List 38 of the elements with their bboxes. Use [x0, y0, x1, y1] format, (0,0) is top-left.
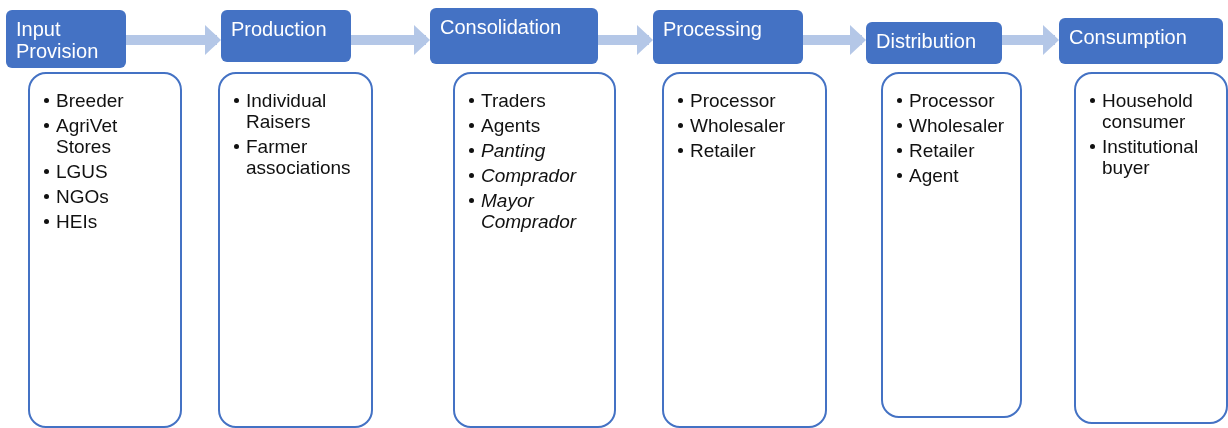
stage-header: Distribution: [866, 22, 1002, 64]
stakeholder-card: [28, 72, 182, 428]
list-item: NGOs: [56, 186, 109, 207]
list-item: Processor: [690, 90, 776, 111]
list-item: Traders: [481, 90, 546, 111]
list-item: Agent: [909, 165, 959, 186]
stage-header: Processing: [653, 10, 803, 64]
list-item: Comprador: [481, 165, 577, 186]
list-item: LGUS: [56, 161, 108, 182]
stage-header: Production: [221, 10, 351, 62]
list-item: Farmer associations: [246, 136, 351, 178]
list-item: Wholesaler: [690, 115, 786, 136]
stakeholder-card: [881, 72, 1022, 418]
stage-header: Input Provision: [6, 10, 126, 68]
stakeholder-card: [453, 72, 616, 428]
list-item: Institutional buyer: [1102, 136, 1199, 178]
stakeholder-card: [218, 72, 373, 428]
list-item: Breeder: [56, 90, 124, 111]
list-item: Individual Raisers: [246, 90, 327, 132]
arrow: [1002, 25, 1059, 55]
list-item: Agents: [481, 115, 541, 136]
list-item: Household consumer: [1102, 90, 1193, 132]
arrow: [126, 25, 221, 55]
arrow: [803, 25, 866, 55]
list-item: Retailer: [909, 140, 975, 161]
stage-header: Consolidation: [430, 8, 598, 64]
list-item: AgriVet Stores: [56, 115, 118, 157]
stakeholder-card: [1074, 72, 1228, 424]
arrow: [598, 25, 653, 55]
arrow: [351, 25, 430, 55]
stage-header: Consumption: [1059, 18, 1223, 64]
list-item: Panting: [481, 140, 546, 161]
list-item: Wholesaler: [909, 115, 1005, 136]
stakeholder-card: [662, 72, 827, 428]
list-item: Processor: [909, 90, 995, 111]
list-item: Mayor Comprador: [481, 190, 577, 232]
list-item: Retailer: [690, 140, 756, 161]
list-item: HEIs: [56, 211, 98, 232]
